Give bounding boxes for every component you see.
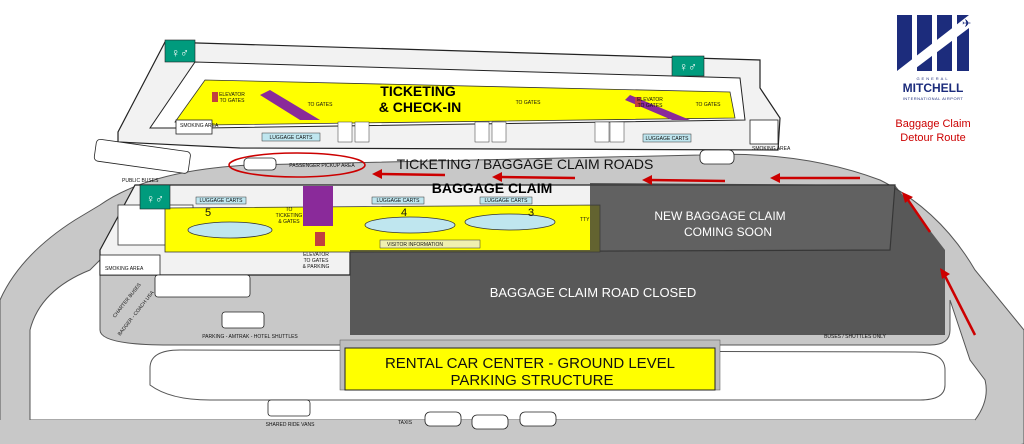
carousel-4 (364, 216, 456, 234)
escalator-right (625, 95, 690, 120)
ticketing-building: ♀♂ ♀♂ (117, 39, 781, 151)
pickup-car (243, 157, 277, 171)
to-gates-center: TO GATES (516, 100, 541, 106)
taxis-label: TAXIS (398, 420, 413, 426)
charter-bus (154, 274, 251, 298)
visitor-info-label: VISITOR INFORMATION (387, 242, 443, 248)
svg-text:♀♂: ♀♂ (146, 192, 164, 206)
svg-text:♀♂: ♀♂ (679, 60, 697, 74)
taxi-2 (471, 414, 509, 430)
restroom-left-icon (164, 39, 196, 63)
svg-text:♀♂: ♀♂ (171, 46, 189, 60)
buses-only-label: BUSES / SHUTTLES ONLY (824, 334, 887, 340)
check-in-title: & CHECK-IN (379, 99, 461, 115)
logo-general: GENERAL (916, 76, 949, 81)
restroom-right-icon (671, 55, 705, 77)
luggage-carts-top-right: LUGGAGE CARTS (646, 136, 690, 142)
escalator-left (260, 90, 320, 120)
legend-title-1: Baggage Claim (895, 118, 970, 130)
lower-road (0, 420, 1024, 444)
elevator-right-2: TO GATES (638, 103, 663, 109)
airport-logo: ✈ GENERAL MITCHELL INTERNATIONAL AIRPORT (897, 15, 971, 101)
shared-ride-van (267, 399, 311, 417)
elevator-right-1: ELEVATOR (637, 97, 663, 103)
restroom-baggage-icon (139, 184, 171, 210)
logo-mitchell: MITCHELL (903, 81, 964, 95)
smoking-area-top-label: SMOKING AREA (180, 123, 219, 129)
luggage-carts-claim-5: LUGGAGE CARTS (200, 198, 244, 204)
logo-international: INTERNATIONAL AIRPORT (903, 96, 964, 101)
tty-label: TTY (580, 217, 590, 223)
elevator-left-2: TO GATES (220, 98, 245, 104)
parking-structure-label: PARKING STRUCTURE (450, 372, 613, 389)
smoking-area-right-label: SMOKING AREA (752, 146, 791, 152)
shared-ride-label: SHARED RIDE VANS (266, 422, 315, 428)
public-buses-label: PUBLIC BUSES (122, 178, 159, 184)
luggage-carts-top-left: LUGGAGE CARTS (270, 135, 314, 141)
taxi-1 (424, 411, 462, 427)
rental-center-label: RENTAL CAR CENTER - GROUND LEVEL (385, 355, 675, 372)
elevator-parking-3: & PARKING (303, 264, 330, 270)
passenger-pickup-label: PASSENGER PICKUP AREA (289, 163, 355, 169)
carousel-5 (187, 221, 273, 239)
to-ticketing-2: TICKETING (276, 213, 303, 219)
parking-shuttles-label: PARKING - AMTRAK - HOTEL SHUTTLES (202, 334, 298, 340)
carousel-4-number: 4 (401, 207, 407, 219)
elevator-baggage (315, 232, 325, 246)
to-ticketing-1: TO (286, 207, 293, 213)
luggage-carts-claim-3: LUGGAGE CARTS (485, 198, 529, 204)
rental-car-center (344, 347, 716, 391)
coming-soon-label: COMING SOON (684, 225, 772, 239)
to-gates-right: TO GATES (696, 102, 721, 108)
to-gates-left: TO GATES (308, 102, 333, 108)
plane-icon: ✈ (962, 18, 971, 30)
elevator-parking-1: ELEVATOR (303, 252, 329, 258)
closed-area-overlay (350, 183, 945, 335)
road-car (699, 149, 735, 165)
baggage-claim-title: BAGGAGE CLAIM (432, 180, 553, 196)
roads-label: TICKETING / BAGGAGE CLAIM ROADS (397, 156, 654, 172)
public-bus (93, 138, 191, 174)
taxi-3 (519, 411, 557, 427)
smoking-area-bottom-label: SMOKING AREA (105, 266, 144, 272)
luggage-carts-claim-4: LUGGAGE CARTS (377, 198, 421, 204)
shuttle-van (221, 311, 265, 329)
carousel-3 (464, 213, 556, 231)
elevator-left-1: ELEVATOR (219, 92, 245, 98)
to-ticketing-3: & GATES (278, 219, 300, 225)
carousel-5-number: 5 (205, 207, 211, 219)
detour-arrows (372, 169, 977, 336)
new-claim-label: NEW BAGGAGE CLAIM (654, 209, 785, 223)
legend-title-2: Detour Route (900, 132, 965, 144)
passenger-pickup-highlight (228, 152, 366, 178)
ticketing-title: TICKETING (380, 83, 456, 99)
carousel-3-number: 3 (528, 207, 534, 219)
escalator-baggage (303, 186, 333, 226)
road-closed-label: BAGGAGE CLAIM ROAD CLOSED (490, 285, 697, 300)
elevator-parking-2: TO GATES (304, 258, 329, 264)
